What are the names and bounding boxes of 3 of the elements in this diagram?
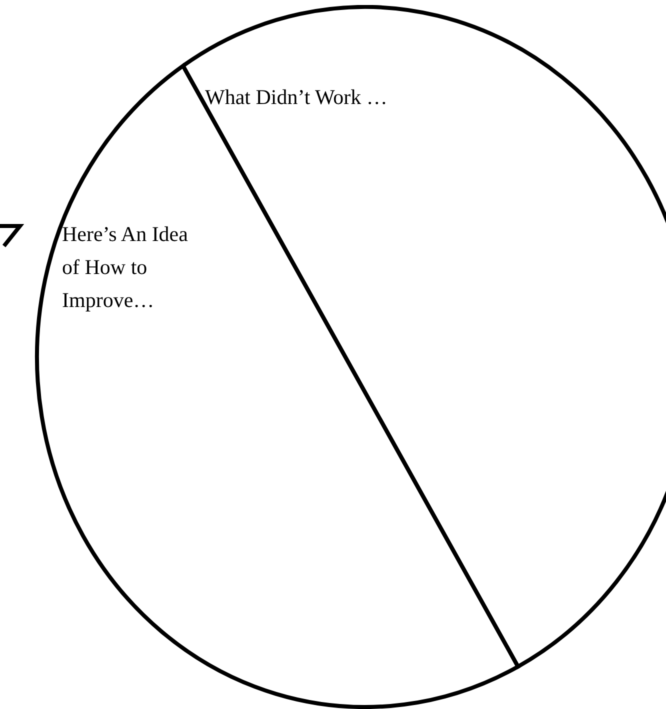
segment-label: Here’s An Idea of How to Improve… xyxy=(62,221,189,314)
circle-segment xyxy=(33,60,523,709)
segment-label: What Didn’t Work … xyxy=(205,84,388,111)
